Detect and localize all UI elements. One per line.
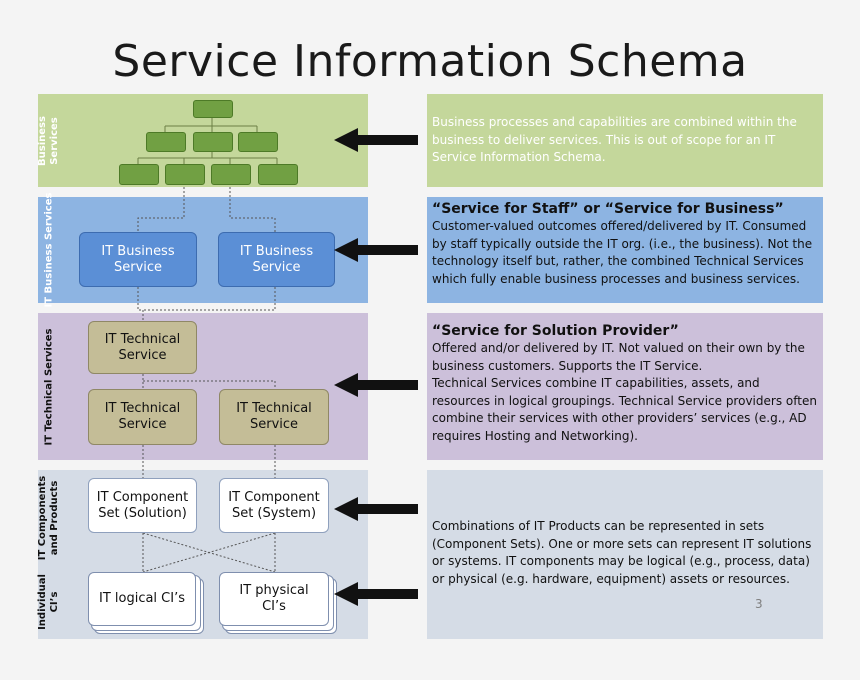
- it-business-service-box: IT Business Service: [218, 232, 335, 287]
- box-label: IT Business Service: [101, 243, 175, 275]
- org-chart-box: [146, 132, 186, 152]
- org-chart-box: [258, 164, 298, 185]
- arrow-left-icon: [334, 497, 418, 521]
- component-set-solution-box: IT Component Set (Solution): [88, 478, 197, 533]
- description-text: Offered and/or delivered by IT. Not valu…: [432, 341, 817, 443]
- org-chart-box: [119, 164, 159, 185]
- org-chart-box: [165, 164, 205, 185]
- box-label: IT Component Set (Solution): [96, 489, 189, 521]
- arrow-left-icon: [334, 582, 418, 606]
- description-heading: “Service for Solution Provider”: [432, 323, 679, 339]
- components-description: Combinations of IT Products can be repre…: [427, 470, 823, 639]
- physical-ci-box: IT physical CI’s: [219, 572, 329, 626]
- box-label: IT Technical Service: [236, 401, 312, 432]
- business-services-description: Business processes and capabilities are …: [427, 94, 823, 187]
- logical-ci-box: IT logical CI’s: [88, 572, 196, 626]
- it-technical-services-description: “Service for Solution Provider” Offered …: [427, 313, 823, 460]
- description-text: Business processes and capabilities are …: [432, 115, 797, 164]
- arrow-left-icon: [334, 373, 418, 397]
- it-technical-service-box: IT Technical Service: [88, 321, 197, 374]
- box-label: IT Component Set (System): [228, 489, 320, 521]
- description-heading: “Service for Staff” or “Service for Busi…: [432, 201, 784, 217]
- org-chart-box: [193, 132, 233, 152]
- component-set-system-box: IT Component Set (System): [219, 478, 329, 533]
- org-chart-box: [193, 100, 233, 118]
- arrow-left-icon: [334, 238, 418, 262]
- arrow-left-icon: [334, 128, 418, 152]
- org-chart-box: [238, 132, 278, 152]
- box-label: IT Business Service: [239, 243, 314, 275]
- page-title: Service Information Schema: [112, 36, 748, 87]
- description-text: Combinations of IT Products can be repre…: [432, 519, 812, 586]
- box-label: IT Technical Service: [104, 331, 181, 363]
- box-label: IT physical CI’s: [239, 583, 309, 614]
- description-text: Customer-valued outcomes offered/deliver…: [432, 219, 813, 286]
- page-number: 3: [755, 597, 763, 611]
- box-label: IT Technical Service: [104, 401, 181, 432]
- it-business-service-box: IT Business Service: [79, 232, 197, 287]
- it-technical-service-box: IT Technical Service: [88, 389, 197, 445]
- it-business-services-description: “Service for Staff” or “Service for Busi…: [427, 197, 823, 303]
- org-chart-box: [211, 164, 251, 185]
- it-technical-service-box: IT Technical Service: [219, 389, 329, 445]
- box-label: IT logical CI’s: [98, 591, 185, 606]
